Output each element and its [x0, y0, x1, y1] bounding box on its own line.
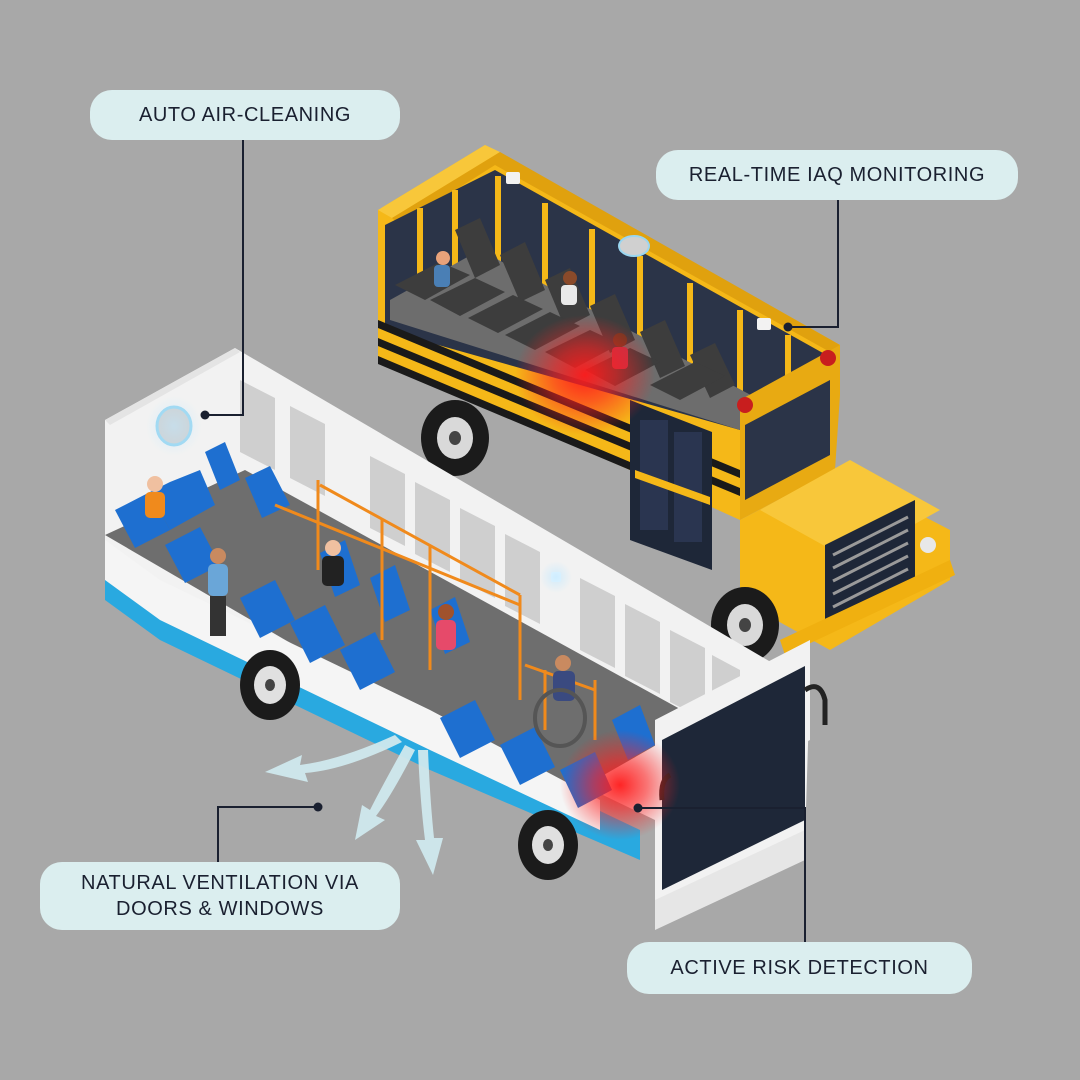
active-risk-detection-text: ACTIVE RISK DETECTION — [670, 957, 929, 979]
leader-dot — [633, 803, 643, 813]
auto-air-cleaning-text: AUTO AIR-CLEANING — [138, 104, 352, 126]
iaq-sensor-icon — [506, 172, 520, 184]
city-bus-passengers — [145, 476, 587, 748]
iaq-sensor-icon — [757, 318, 771, 330]
air-purifier-icon — [618, 235, 650, 257]
real-time-iaq-monitoring-label: REAL-TIME IAQ MONITORING — [656, 150, 1018, 200]
active-risk-detection-label: ACTIVE RISK DETECTION — [627, 942, 972, 994]
city-bus-seats — [115, 442, 655, 808]
leader-dot — [200, 410, 210, 420]
city-bus — [105, 348, 828, 930]
leader-dot — [313, 802, 323, 812]
natural-ventilation-text-line1: NATURAL VENTILATION VIA — [81, 872, 359, 894]
airflow-arrow-icon — [265, 735, 443, 875]
risk-hotspot-icon — [515, 315, 655, 435]
city-bus-wheels — [240, 650, 578, 880]
school-bus — [378, 145, 955, 663]
natural-ventilation-text-line2: DOORS & WINDOWS — [116, 898, 324, 920]
real-time-iaq-monitoring-text: REAL-TIME IAQ MONITORING — [688, 164, 986, 186]
auto-air-cleaning-label: AUTO AIR-CLEANING — [90, 90, 400, 140]
leader-dot — [783, 322, 793, 332]
risk-hotspot-icon — [560, 730, 680, 840]
handrails — [274, 480, 597, 740]
natural-ventilation-label: NATURAL VENTILATION VIA DOORS & WINDOWS — [40, 862, 400, 930]
